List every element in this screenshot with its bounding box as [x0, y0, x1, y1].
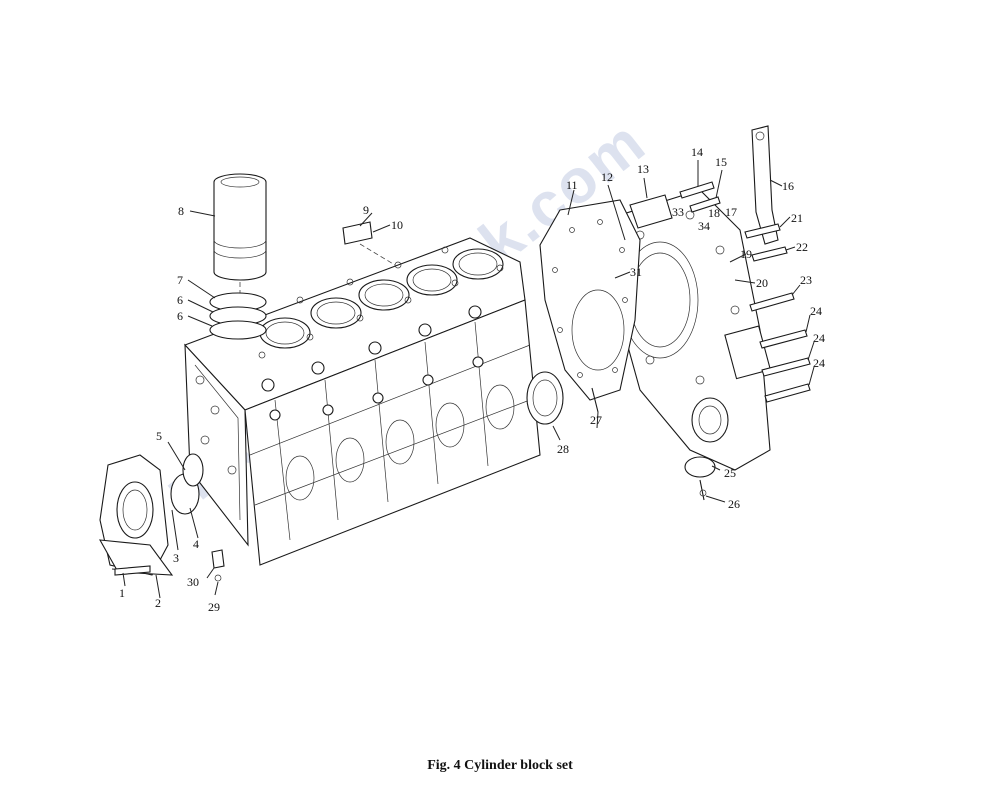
callout-31: 31: [630, 265, 642, 279]
callout-8: 8: [178, 204, 184, 218]
callout-24b: 24: [813, 331, 825, 345]
callout-27: 27: [590, 413, 602, 427]
callout-24a: 24: [810, 304, 822, 318]
cylinder-block: [184, 221, 541, 566]
callout-12: 12: [601, 170, 613, 184]
callout-29: 29: [208, 600, 220, 614]
callout-4: 4: [193, 537, 199, 551]
callout-18: 18: [708, 206, 720, 220]
callout-6b: 6: [177, 309, 183, 323]
callout-34: 34: [698, 219, 710, 233]
callout-15: 15: [715, 155, 727, 169]
callout-19: 19: [740, 247, 752, 261]
callout-11: 11: [566, 178, 578, 192]
callout-14: 14: [691, 145, 703, 159]
bolts: [114, 125, 811, 582]
callout-33: 33: [672, 205, 684, 219]
callout-25: 25: [724, 466, 736, 480]
callout-5: 5: [156, 429, 162, 443]
callout-labels: 1 2 3 4 5 6 6 7 8 9 10 11 12 13 14 15 16…: [119, 145, 825, 614]
callout-16: 16: [782, 179, 794, 193]
callout-1: 1: [119, 586, 125, 600]
callout-10: 10: [391, 218, 403, 232]
leader-lines: [122, 160, 815, 599]
rear-seal-housing: [99, 453, 204, 576]
rear-gasket-plate: [526, 199, 641, 425]
callout-28: 28: [557, 442, 569, 456]
callout-2: 2: [155, 596, 161, 610]
callout-24c: 24: [813, 356, 825, 370]
callout-21: 21: [791, 211, 803, 225]
callout-17: 17: [725, 205, 737, 219]
callout-13: 13: [637, 162, 649, 176]
cylinder-liner: [213, 173, 267, 300]
callout-20: 20: [756, 276, 768, 290]
callout-9: 9: [363, 203, 369, 217]
figure-caption: Fig. 4 Cylinder block set: [427, 758, 573, 773]
callout-7: 7: [177, 273, 183, 287]
flywheel-housing: [614, 189, 772, 471]
callout-23: 23: [800, 273, 812, 287]
liner-seal-rings: [209, 292, 267, 340]
callout-26: 26: [728, 497, 740, 511]
callout-30: 30: [187, 575, 199, 589]
callout-3: 3: [173, 551, 179, 565]
callout-6a: 6: [177, 293, 183, 307]
callout-22: 22: [796, 240, 808, 254]
